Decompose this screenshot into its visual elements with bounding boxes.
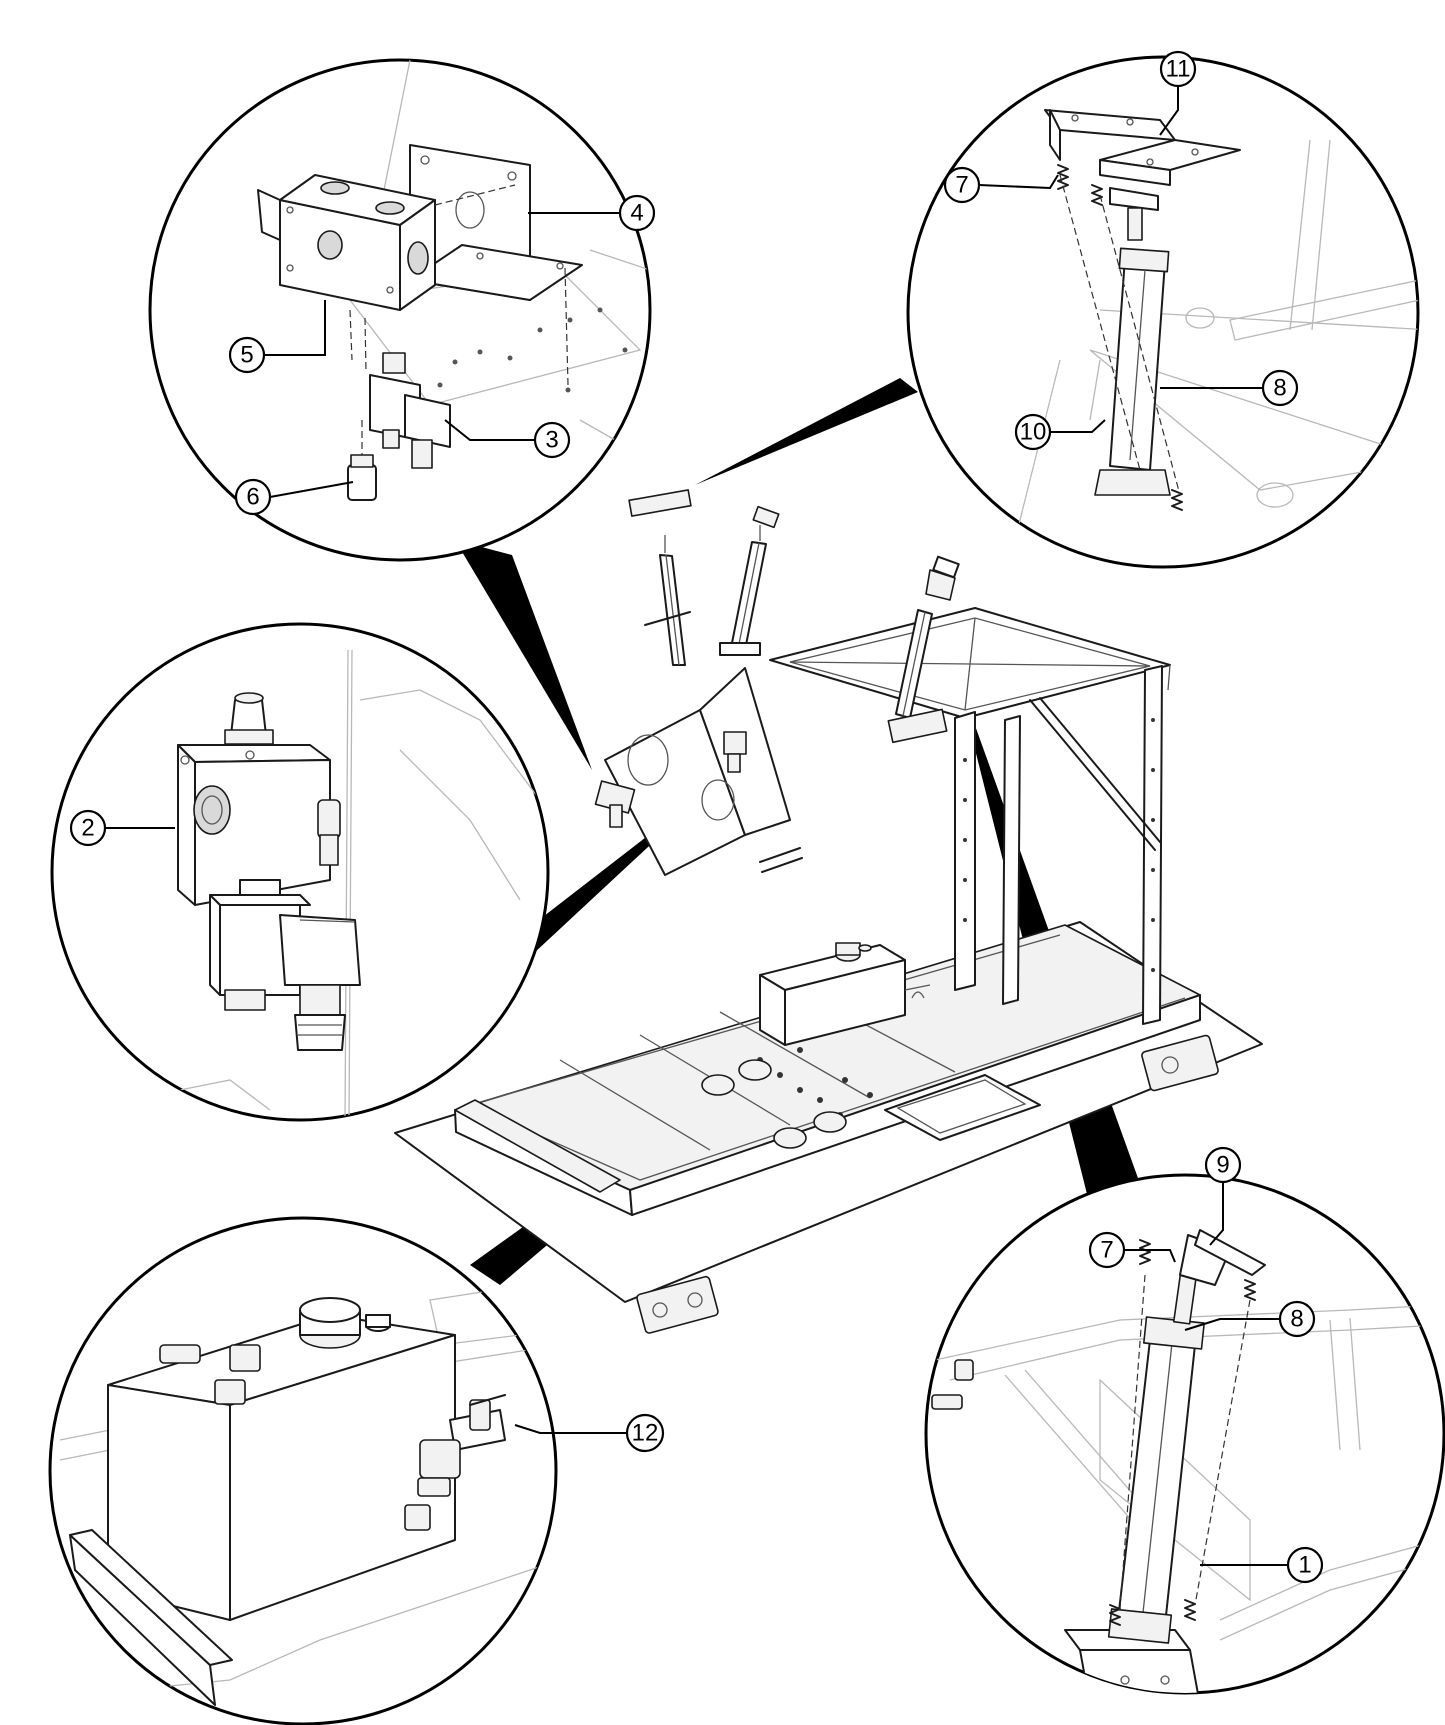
callout-11: 11 [1159,50,1197,88]
svg-text:11: 11 [1166,56,1191,83]
main-assembly [394,489,1263,1334]
solenoid-detail [177,649,541,1120]
callout-9: 9 [1204,1146,1242,1184]
callout-4: 4 [618,194,656,232]
svg-text:6: 6 [246,484,259,511]
tower-front-leg [954,711,976,991]
cylinder-base-bracket [1079,1649,1201,1693]
solenoid-coil [404,394,451,448]
svg-text:4: 4 [630,200,643,227]
tank-detail [59,1279,556,1706]
svg-text:3: 3 [545,427,558,454]
tank-front [784,959,906,1046]
callout-7-bottom: 7 [1088,1231,1126,1269]
svg-text:10: 10 [1020,419,1047,446]
wedge-valve-block-detail [455,540,592,770]
callout-1: 1 [1286,1546,1324,1584]
callouts: 1 2 3 4 5 6 7 7 8 8 9 10 11 12 [69,50,1324,1584]
solenoid-coil-cap [279,914,361,986]
svg-text:8: 8 [1273,375,1286,402]
valve-block-detail [257,60,650,501]
mount-pad-front [636,1275,719,1334]
callout-6: 6 [234,478,272,516]
svg-text:8: 8 [1290,1306,1303,1333]
callout-2: 2 [69,809,107,847]
callout-10: 10 [1014,413,1052,451]
filler-cap [299,1297,361,1323]
valve-fitting [382,352,406,374]
wedge-cylinder-top-detail [695,378,918,485]
callout-8-bottom: 8 [1278,1300,1316,1338]
svg-text:7: 7 [955,172,968,199]
svg-text:2: 2 [81,815,94,842]
tank-front-side [229,1334,456,1621]
svg-text:5: 5 [240,342,253,369]
mount-pad-right [1141,1034,1219,1092]
callout-8-top: 8 [1261,369,1299,407]
svg-text:9: 9 [1216,1152,1229,1179]
svg-text:12: 12 [632,1420,659,1447]
callout-12: 12 [625,1413,665,1453]
callout-3: 3 [533,421,571,459]
callout-7-top: 7 [943,166,981,204]
svg-text:7: 7 [1100,1237,1113,1264]
valve-body-front [194,759,331,906]
tower-right-leg [1142,665,1163,1025]
svg-text:1: 1 [1298,1552,1311,1579]
cylinder-top-detail [1009,109,1418,561]
callout-5: 5 [228,336,266,374]
